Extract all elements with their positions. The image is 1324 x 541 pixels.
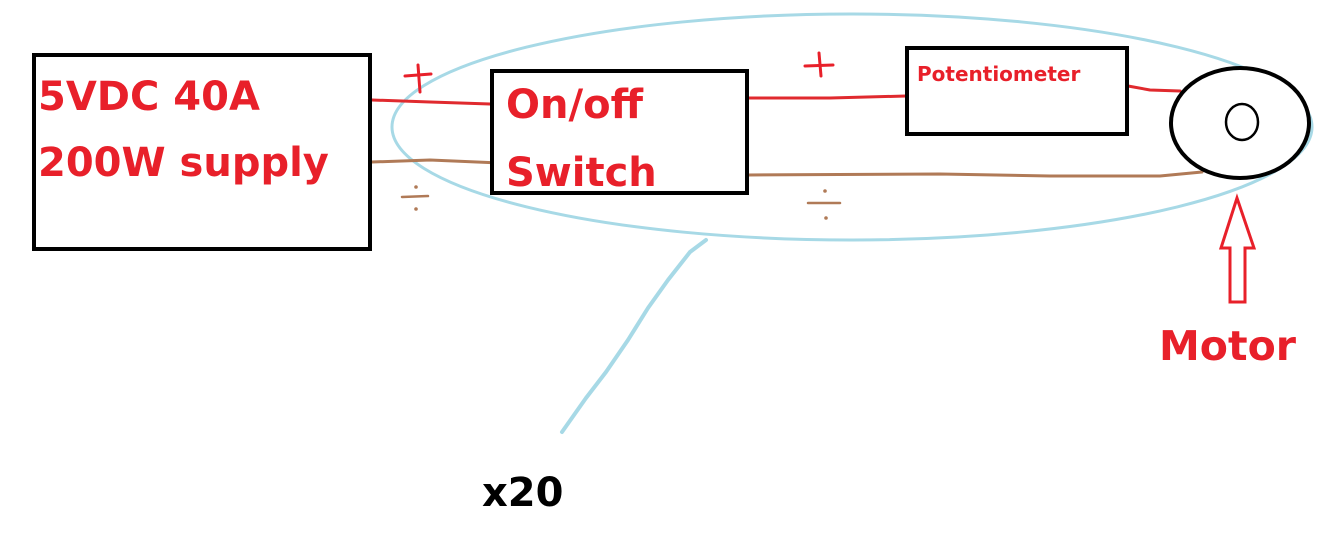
positive-wire-potentiometer-to-motor [1126,84,1182,93]
switch-label-line1: On/off [506,82,644,128]
multiplier-pointer-line [560,238,708,434]
positive-symbol-icon-right [803,51,835,78]
negative-wire-supply-to-switch [370,158,502,165]
potentiometer-box [905,46,1129,136]
power-supply-label-line2: 200W supply [38,140,329,186]
positive-wire-supply-to-switch [370,98,492,106]
potentiometer-label: Potentiometer [917,62,1080,86]
motor-arrow-icon [1218,193,1257,304]
on-off-switch-box [490,69,749,195]
switch-label-line2: Switch [506,150,657,196]
negative-symbol-icon-left [400,185,430,211]
motor-label: Motor [1159,322,1297,370]
multiplier-label: x20 [482,470,563,516]
positive-symbol-icon-left [403,63,433,94]
negative-symbol-icon-right [806,189,842,220]
motor-shaft-icon [1224,102,1260,142]
repeated-unit-outline [390,12,1314,242]
negative-wire-switch-to-motor [746,170,1204,178]
power-supply-box [32,53,372,251]
positive-wire-switch-to-potentiometer [746,94,908,100]
power-supply-label-line1: 5VDC 40A [38,74,260,120]
